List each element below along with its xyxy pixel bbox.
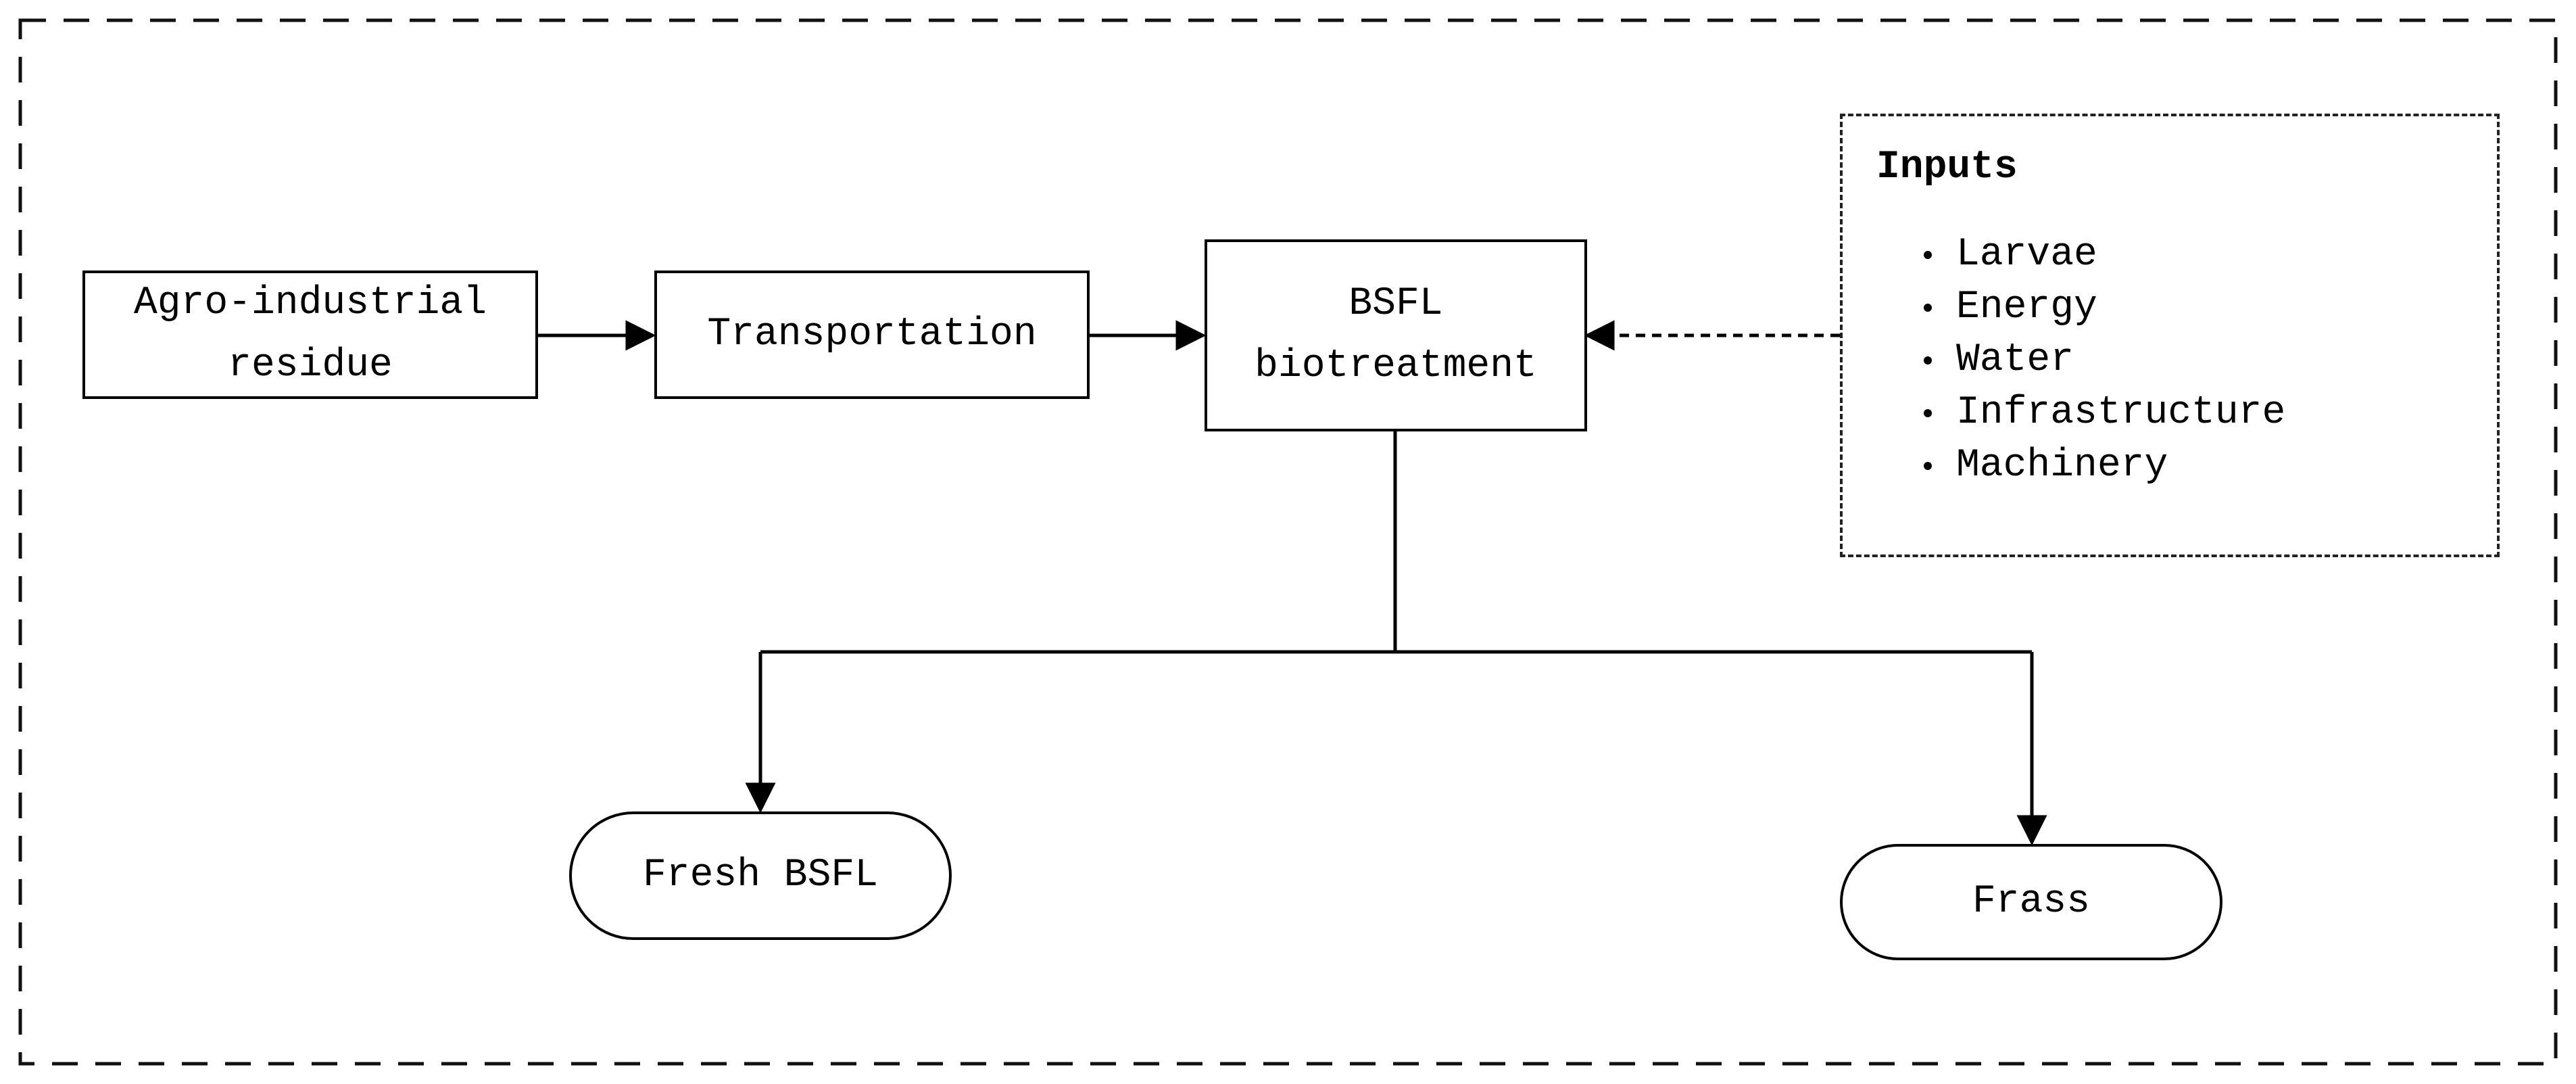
inputs-list-item: Larvae xyxy=(1924,229,2463,281)
bullet-icon xyxy=(1924,304,1932,312)
inputs-list-item: Energy xyxy=(1924,281,2463,334)
node-transportation: Transportation xyxy=(654,270,1090,399)
node-frass-label: Frass xyxy=(1972,880,2091,924)
node-biotreatment-line2: biotreatment xyxy=(1255,344,1537,388)
inputs-item-label: Energy xyxy=(1956,285,2097,329)
node-agro-industrial-residue: Agro-industrial residue xyxy=(82,270,538,399)
bullet-icon xyxy=(1924,409,1932,417)
bullet-icon xyxy=(1924,356,1932,364)
outer-boundary-frame xyxy=(18,18,2558,1066)
node-transportation-label: Transportation xyxy=(707,312,1037,356)
node-residue-line2: residue xyxy=(228,344,393,387)
node-fresh-bsfl-label: Fresh BSFL xyxy=(642,853,879,897)
node-bsfl-biotreatment: BSFL biotreatment xyxy=(1205,239,1587,431)
node-frass: Frass xyxy=(1840,844,2222,960)
bullet-icon xyxy=(1924,251,1932,259)
inputs-title: Inputs xyxy=(1876,145,2018,189)
inputs-list-item: Water xyxy=(1924,334,2463,387)
inputs-item-label: Water xyxy=(1956,338,2074,382)
inputs-list-item: Infrastructure xyxy=(1924,387,2463,440)
inputs-panel: Inputs Larvae Energy Water Infrastructur… xyxy=(1840,114,2500,557)
node-fresh-bsfl: Fresh BSFL xyxy=(569,811,952,940)
inputs-list: Larvae Energy Water Infrastructure Machi… xyxy=(1876,229,2463,492)
bullet-icon xyxy=(1924,462,1932,470)
inputs-list-item: Machinery xyxy=(1924,440,2463,492)
node-biotreatment-line1: BSFL xyxy=(1348,282,1443,326)
inputs-item-label: Infrastructure xyxy=(1956,391,2286,435)
inputs-item-label: Machinery xyxy=(1956,444,2168,488)
node-residue-line1: Agro-industrial xyxy=(133,281,487,325)
inputs-item-label: Larvae xyxy=(1956,233,2097,277)
